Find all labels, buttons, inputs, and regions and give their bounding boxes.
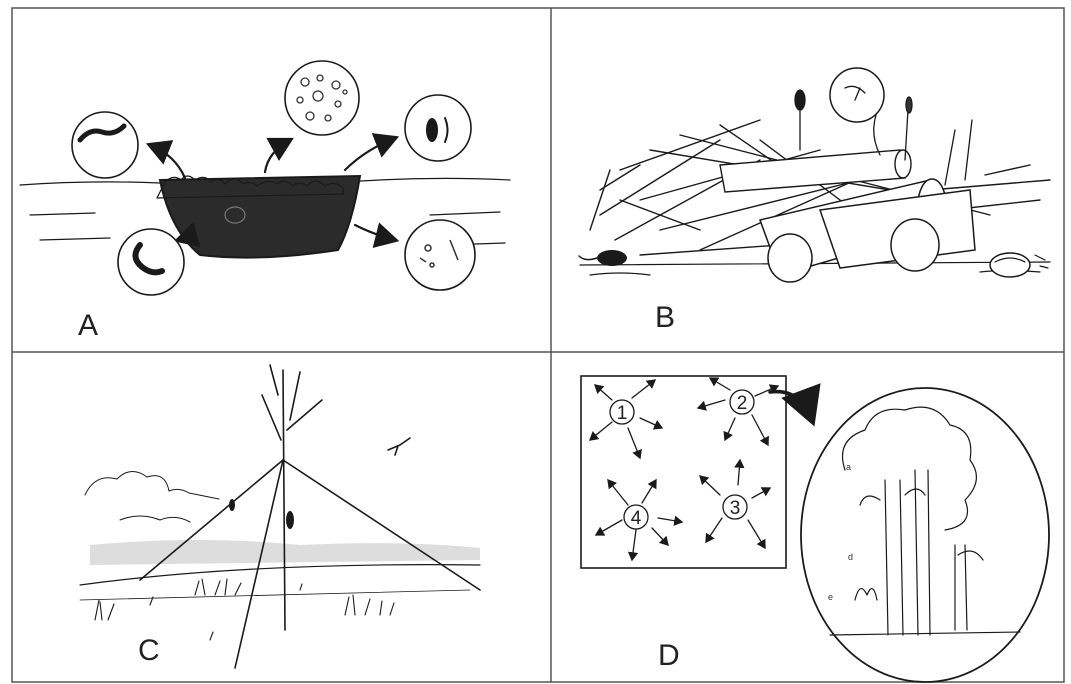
- pit-debris: [156, 175, 344, 224]
- panel-a: A: [19, 60, 511, 342]
- panel-label-d: D: [658, 639, 680, 672]
- organism-millipede: [71, 111, 139, 179]
- organism-bacteria: [404, 219, 476, 291]
- plants-b: [794, 89, 973, 186]
- soil-pit: [158, 174, 362, 259]
- flying-bird: [387, 437, 411, 456]
- grass-tufts: [94, 578, 395, 641]
- organism-insect: [404, 94, 472, 162]
- organism-worm: [117, 228, 185, 296]
- magnifier-plant: [829, 67, 885, 123]
- nucleus-label-4: 4: [631, 508, 642, 529]
- perched-bird: [229, 499, 294, 529]
- panel-label-b: B: [655, 301, 675, 334]
- nucleus-label-1: 1: [617, 403, 628, 424]
- panel-d: 1 2 3 4 a: [580, 375, 1050, 683]
- forest-view: a d e: [800, 387, 1050, 683]
- panel-frames: [11, 7, 1065, 683]
- forest-mark-a: a: [846, 462, 851, 472]
- small-animals: [578, 250, 1049, 278]
- panel-c: C: [79, 364, 481, 669]
- forest-mark-c: e: [828, 592, 833, 602]
- dispersal-arrows: [588, 377, 780, 562]
- transition-arrow: [768, 383, 821, 427]
- nucleus-1: 1: [609, 399, 635, 425]
- nucleus-3: 3: [722, 494, 748, 520]
- panel-label-c: C: [138, 634, 160, 667]
- panel-label-a: A: [78, 309, 98, 342]
- nucleus-4: 4: [623, 504, 649, 530]
- organism-microbes: [284, 60, 360, 136]
- logs: [719, 149, 976, 283]
- pit-arrows: [145, 133, 400, 249]
- panel-b: B: [578, 67, 1051, 334]
- nucleus-2: 2: [729, 389, 755, 415]
- horizon: [79, 540, 481, 601]
- nucleus-label-2: 2: [737, 393, 748, 414]
- perch-pole: [139, 364, 481, 669]
- nucleus-label-3: 3: [730, 498, 741, 519]
- forest-mark-b: d: [848, 552, 853, 562]
- clouds: [84, 471, 220, 523]
